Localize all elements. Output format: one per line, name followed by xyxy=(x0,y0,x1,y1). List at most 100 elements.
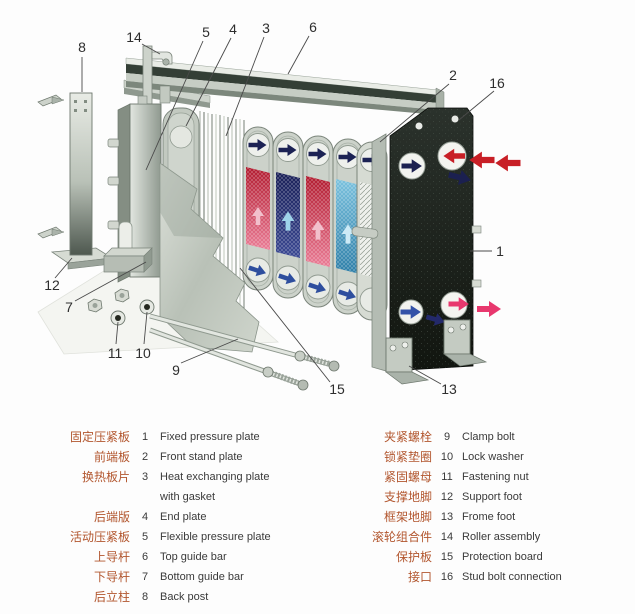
bolt-hole xyxy=(451,115,459,123)
legend-part-number: 13 xyxy=(440,511,454,523)
bolt-stub xyxy=(351,226,379,239)
post-pin-top xyxy=(37,94,65,107)
legend-part-number: 10 xyxy=(440,451,454,463)
legend-part-number: 16 xyxy=(440,571,454,583)
legend-cn-label: 后立柱 xyxy=(93,590,130,604)
legend-en-label: Frome foot xyxy=(462,511,516,523)
legend-cn-label: 紧固螺母 xyxy=(383,470,432,484)
callout-8: 8 xyxy=(78,39,86,55)
legend-en-label: Support foot xyxy=(462,491,522,503)
legend-part-number: 4 xyxy=(141,511,149,523)
callout-14: 14 xyxy=(126,29,142,45)
post-pin-bottom xyxy=(37,226,65,239)
legend-en-label: Top guide bar xyxy=(160,551,227,563)
legend-row: 紧固螺母 11 Fastening nut xyxy=(336,467,635,487)
legend-cn-label: 固定压紧板 xyxy=(69,430,130,444)
legend-en-label: Fastening nut xyxy=(462,471,529,483)
legend-cn-label: 活动压紧板 xyxy=(69,530,130,544)
heat-plate-red-1 xyxy=(242,126,274,291)
legend-cn-label: 滚轮组合件 xyxy=(371,530,432,544)
legend-row: 锁紧垫圈 10 Lock washer xyxy=(336,447,635,467)
legend-part-number: 1 xyxy=(141,431,149,443)
legend-en-label: End plate xyxy=(160,511,207,523)
legend-part-number: 11 xyxy=(441,471,453,483)
back-post xyxy=(50,92,114,270)
legend-row: 上导杆 6 Top guide bar xyxy=(34,547,334,567)
legend-cn-label: 接口 xyxy=(407,570,432,584)
legend-en-label: Roller assembly xyxy=(462,531,541,543)
legend-en-label: Back post xyxy=(160,591,209,603)
callout-2: 2 xyxy=(449,67,457,83)
legend-part-number: 12 xyxy=(440,491,454,503)
outlet-arrow xyxy=(477,301,501,317)
legend-part-number: 9 xyxy=(443,431,451,443)
legend-en-label: Front stand plate xyxy=(160,451,243,463)
legend-part-number: 7 xyxy=(141,571,149,583)
legend-cn-label: 支撑地脚 xyxy=(383,490,432,504)
bottom-guide-bar xyxy=(103,221,153,273)
callouts: 8 14 5 4 3 6 2 16 1 12 7 11 10 9 15 13 xyxy=(44,19,505,397)
legend-cn-label: 锁紧垫圈 xyxy=(383,450,432,464)
heat-plate-navy xyxy=(272,131,304,299)
callout-7: 7 xyxy=(65,299,73,315)
callout-12: 12 xyxy=(44,277,60,293)
legend-row: 固定压紧板 1 Fixed pressure plate xyxy=(34,427,334,447)
heat-exchanging-plates xyxy=(242,126,388,321)
legend-en-label: Stud bolt connection xyxy=(462,571,562,583)
legend-row: 后立柱 8 Back post xyxy=(34,587,334,607)
callout-5: 5 xyxy=(202,24,210,40)
callout-3: 3 xyxy=(262,20,270,36)
legend-en-label: Flexible pressure plate xyxy=(160,531,271,543)
bolt-hole xyxy=(415,122,423,130)
heat-plate-cyan xyxy=(332,138,364,315)
legend-column-left: 固定压紧板 1 Fixed pressure plate 前端板 2 Front sta… xyxy=(34,427,334,607)
lock-washers xyxy=(110,299,155,326)
legend-row: 接口 16 Stud bolt connection xyxy=(336,567,635,587)
legend-row: 前端板 2 Front stand plate xyxy=(34,447,334,467)
exploded-diagram: 8 14 5 4 3 6 2 16 1 12 7 11 10 9 15 13 xyxy=(37,19,521,397)
callout-6: 6 xyxy=(309,19,317,35)
hot-inlet-arrow-2 xyxy=(495,154,521,172)
frame-feet xyxy=(384,319,488,385)
front-plate-edge xyxy=(371,133,387,372)
callout-9: 9 xyxy=(172,362,180,378)
roller-assembly xyxy=(142,45,173,105)
legend-en-label: Clamp bolt xyxy=(462,431,515,443)
fastening-nuts xyxy=(87,288,130,313)
callout-13: 13 xyxy=(441,381,457,397)
callout-15: 15 xyxy=(329,381,345,397)
legend-cn-label: 换热板片 xyxy=(81,470,130,484)
legend-part-number: 15 xyxy=(440,551,454,563)
legend-part-number: 3 xyxy=(141,471,149,483)
fixed-pressure-plate xyxy=(351,107,482,372)
legend-part-number: 2 xyxy=(141,451,149,463)
external-flow-arrows xyxy=(469,151,521,317)
legend-en-label: Protection board xyxy=(462,551,543,563)
callout-4: 4 xyxy=(229,21,237,37)
heat-plate-red-2 xyxy=(302,135,334,308)
legend-cn-label: 前端板 xyxy=(93,450,130,464)
legend-cn-label: 后端版 xyxy=(93,510,130,524)
callout-10: 10 xyxy=(135,345,151,361)
roller-wheel xyxy=(162,58,170,66)
legend-cn-label: 上导杆 xyxy=(93,550,130,564)
legend-row: 支撑地脚 12 Support foot xyxy=(336,487,635,507)
legend-en-label: Fixed pressure plate xyxy=(160,431,260,443)
legend-row: 后端版 4 End plate xyxy=(34,507,334,527)
callout-16: 16 xyxy=(489,75,505,91)
legend-part-number: 6 xyxy=(141,551,149,563)
legend-part-number: 8 xyxy=(141,591,149,603)
callout-1: 1 xyxy=(496,243,504,259)
top-guide-bar xyxy=(123,57,445,116)
legend-en-label: Lock washer xyxy=(462,451,524,463)
legend-en-label: Bottom guide bar xyxy=(160,571,244,583)
